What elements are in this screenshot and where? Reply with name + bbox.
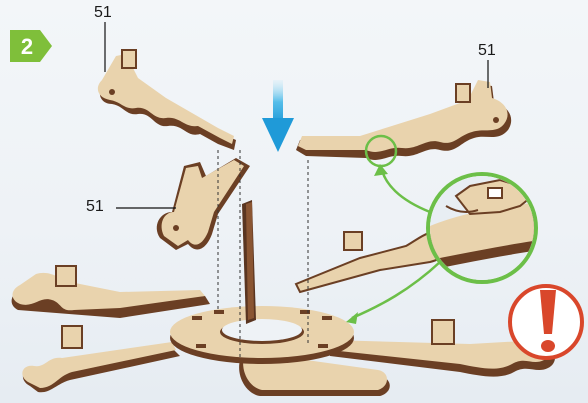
down-arrow-icon xyxy=(262,80,294,152)
step-badge: 2 xyxy=(10,30,52,62)
step-number: 2 xyxy=(10,34,44,60)
left-middle-piece xyxy=(157,158,250,250)
callout-label-left: 51 xyxy=(86,198,104,216)
top-left-piece xyxy=(98,50,236,150)
zoom-callout xyxy=(346,164,540,324)
callout-label-top-left: 51 xyxy=(94,4,112,22)
top-right-piece xyxy=(296,80,511,166)
callout-label-top-right: 51 xyxy=(478,42,496,60)
warning-icon xyxy=(510,286,582,358)
